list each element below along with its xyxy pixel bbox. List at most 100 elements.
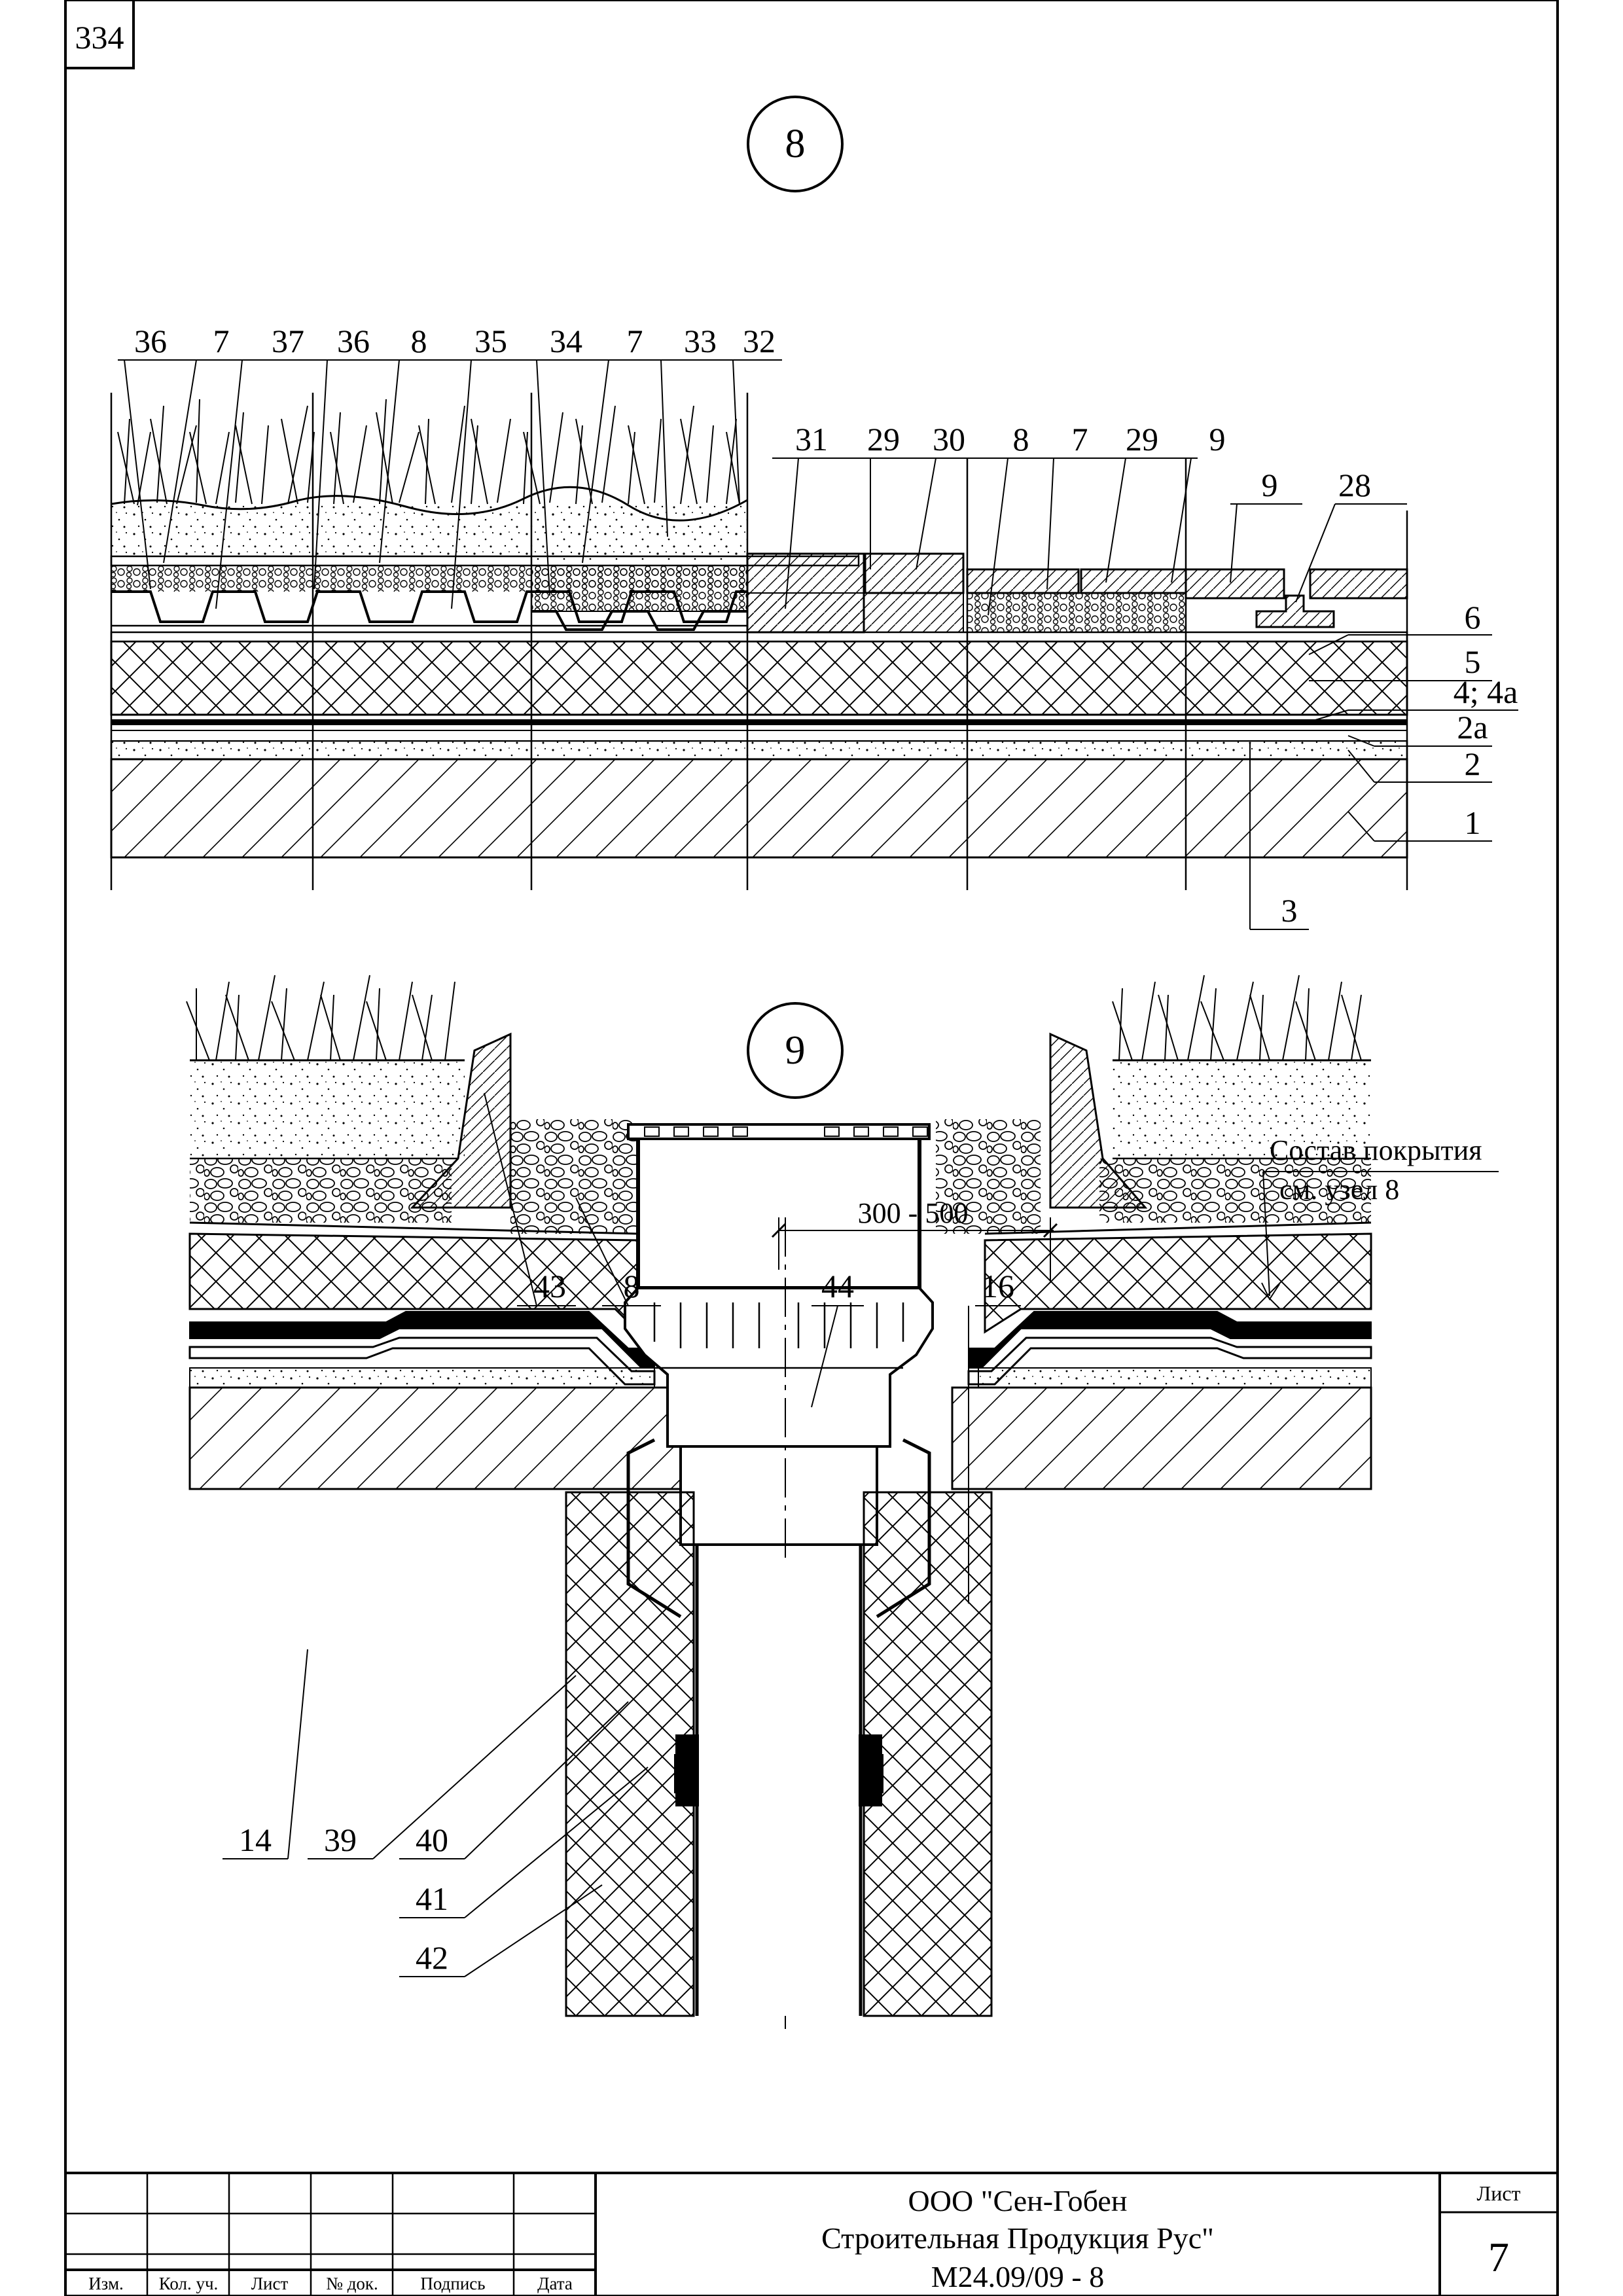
drainage-gravel-b [531, 565, 748, 612]
label-9-16: 16 [982, 1268, 1014, 1304]
company-line-2: Строительная Продукция Рус" [821, 2221, 1214, 2255]
label-8-6: 6 [1465, 599, 1481, 636]
col-izm: Изм. [88, 2274, 124, 2293]
grass-blades [117, 399, 740, 506]
screed-left [189, 1367, 655, 1388]
slab-left [188, 1386, 682, 1490]
green-soil-b [531, 508, 747, 565]
label-8-7b: 7 [627, 323, 643, 359]
paving-slab-9 [1185, 568, 1285, 600]
concrete-slab [110, 758, 1408, 859]
section-9-marker [747, 1002, 844, 1099]
outlet-collar [679, 1445, 878, 1546]
label-8-36a: 36 [134, 323, 167, 359]
label-9-41: 41 [416, 1880, 448, 1917]
section-9-leaders [223, 1092, 1021, 1977]
screed-right [978, 1367, 1372, 1388]
col-list: Лист [251, 2274, 289, 2293]
label-8-9a: 9 [1209, 421, 1226, 457]
sheet-label: Лист [1476, 2181, 1520, 2205]
label-9-42: 42 [416, 1939, 448, 1976]
dimension-tick-right [1043, 1223, 1058, 1238]
col-doc-no: № док. [326, 2274, 378, 2293]
label-8-7c: 7 [1072, 421, 1088, 457]
slab-right [951, 1386, 1372, 1490]
pipe-interior [697, 1558, 861, 2016]
section-8-detail: 8 [110, 96, 1518, 930]
label-8-32: 32 [743, 323, 776, 359]
separation-layer [110, 631, 1408, 643]
label-8-37: 37 [272, 323, 304, 359]
curb-right [1049, 1032, 1148, 1209]
insulation-layer [110, 640, 1408, 716]
dimension-tick-left [771, 1223, 787, 1238]
col-kol-uch: Кол. уч. [159, 2274, 219, 2293]
document-code: М24.09/09 - 8 [931, 2260, 1105, 2293]
grate-slots [644, 1126, 928, 1137]
label-8-31: 31 [795, 421, 828, 457]
label-8-35: 35 [474, 323, 507, 359]
drain-funnel-ribs [653, 1302, 904, 1369]
company-line-1: ООО "Сен-Гобен [908, 2184, 1128, 2217]
section-9-detail: 9 Состав покрытия см. узел 8 300 - 500 [186, 975, 1499, 2029]
label-9-40: 40 [416, 1821, 448, 1858]
label-8-5: 5 [1465, 643, 1481, 680]
paving-slab-9b [1309, 568, 1408, 600]
title-block: Изм. Кол. уч. Лист № док. Подпись Дата О… [65, 2172, 1558, 2296]
insulation-ring-right [863, 1491, 993, 2017]
soil-surface [111, 486, 748, 522]
gravel-right [1099, 1158, 1371, 1223]
gravel-left [190, 1158, 452, 1223]
label-8-30: 30 [933, 421, 965, 457]
page-number: 334 [75, 19, 124, 56]
grass-blades-9 [186, 975, 1362, 1061]
label-8-4: 4; 4а [1454, 673, 1518, 710]
label-8-2a: 2а [1457, 709, 1488, 745]
label-8-3: 3 [1281, 892, 1298, 929]
paving-gravel-bed [967, 592, 1186, 633]
label-8-29b: 29 [1126, 421, 1158, 457]
pipe-clamp [675, 1734, 882, 1806]
sheet-number: 7 [1488, 2234, 1509, 2280]
paving-slab-30 [864, 552, 965, 594]
sheet-frame [64, 0, 1559, 2296]
paving-support-28 [1255, 594, 1335, 628]
label-9-43: 43 [533, 1268, 566, 1304]
insulation-ring-left [565, 1491, 695, 2017]
drainage-profile-b [531, 610, 747, 631]
paving-slab-29b [1080, 568, 1187, 594]
label-8-2: 2 [1465, 745, 1481, 782]
label-8-29a: 29 [867, 421, 900, 457]
curb-left [410, 1032, 512, 1209]
separation-right [984, 1221, 1372, 1235]
membrane-dark-band [111, 719, 1407, 725]
label-8-28: 28 [1338, 467, 1371, 503]
soil-right [1113, 1060, 1371, 1158]
label-8-36b: 36 [337, 323, 370, 359]
section-8-leaders [118, 359, 1518, 930]
zone-dividers [110, 393, 1408, 890]
primer-layer [111, 730, 1408, 742]
membrane-right [968, 1311, 1372, 1369]
section-8-title: 8 [785, 122, 806, 166]
membrane-left-lower [188, 1336, 656, 1386]
membrane-left [189, 1311, 655, 1369]
label-8-33: 33 [684, 323, 717, 359]
label-8-7a: 7 [213, 323, 230, 359]
col-signature: Подпись [420, 2274, 485, 2293]
section-9-title: 9 [785, 1028, 806, 1073]
screed-layer [110, 740, 1408, 761]
col-date: Дата [537, 2274, 573, 2293]
section-8-labels: 36 7 37 36 8 35 34 7 33 32 31 29 30 8 7 … [134, 323, 1518, 929]
label-8-34: 34 [550, 323, 582, 359]
gravel-near-drain-left [510, 1119, 638, 1234]
label-9-44: 44 [821, 1268, 854, 1304]
label-8-8: 8 [411, 323, 427, 359]
label-9-8: 8 [624, 1268, 640, 1304]
label-9-14: 14 [239, 1821, 272, 1858]
label-8-8b: 8 [1013, 421, 1029, 457]
gravel-near-drain-right [936, 1119, 1041, 1234]
section-8-marker [747, 96, 844, 192]
page-number-box [64, 0, 135, 69]
